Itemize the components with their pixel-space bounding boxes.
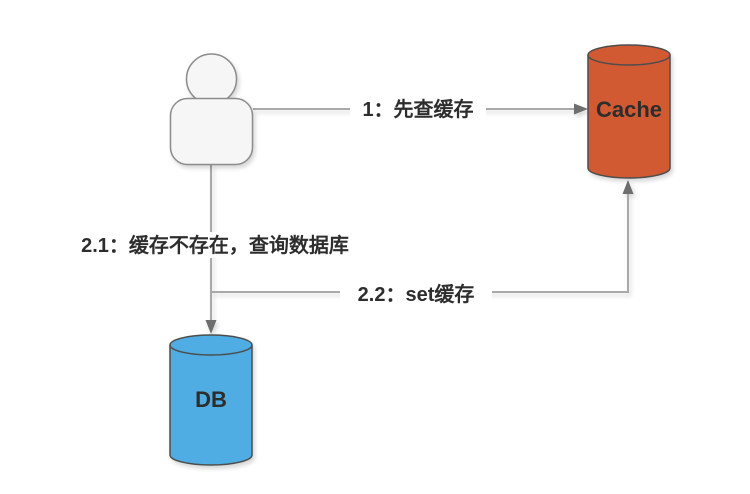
- edge-step2-2-arrowhead-icon: [622, 180, 634, 194]
- edge-step2-2-label-bg: [340, 281, 492, 307]
- edge-step1-arrowhead-icon: [574, 103, 588, 115]
- db-cylinder-icon: [169, 334, 253, 466]
- cache-cylinder-icon: [587, 44, 671, 179]
- edge-step1-label-bg: [350, 97, 486, 122]
- node-db: [169, 334, 253, 466]
- node-db-label: DB: [195, 387, 227, 412]
- edge-step2-1-label: 2.1：缓存不存在，查询数据库: [81, 233, 349, 257]
- node-cache-label: Cache: [596, 97, 662, 122]
- edge-step1-label: 1：先查缓存: [362, 97, 473, 121]
- labels-layer: Cache DB 1：先查缓存 2.1：缓存不存在，查询数据库 2.2：set缓…: [59, 97, 662, 412]
- edge-step2-1-arrowhead-icon: [205, 320, 217, 334]
- node-user: [169, 53, 254, 166]
- edge-step2-1-label-bg: [59, 232, 372, 258]
- user-body-icon: [169, 97, 254, 166]
- db-cylinder-rim: [169, 344, 253, 356]
- cache-cylinder-rim: [587, 54, 671, 66]
- edge-step2-2-label: 2.2：set缓存: [358, 282, 475, 306]
- user-head-icon: [185, 53, 238, 105]
- node-cache: [587, 44, 671, 179]
